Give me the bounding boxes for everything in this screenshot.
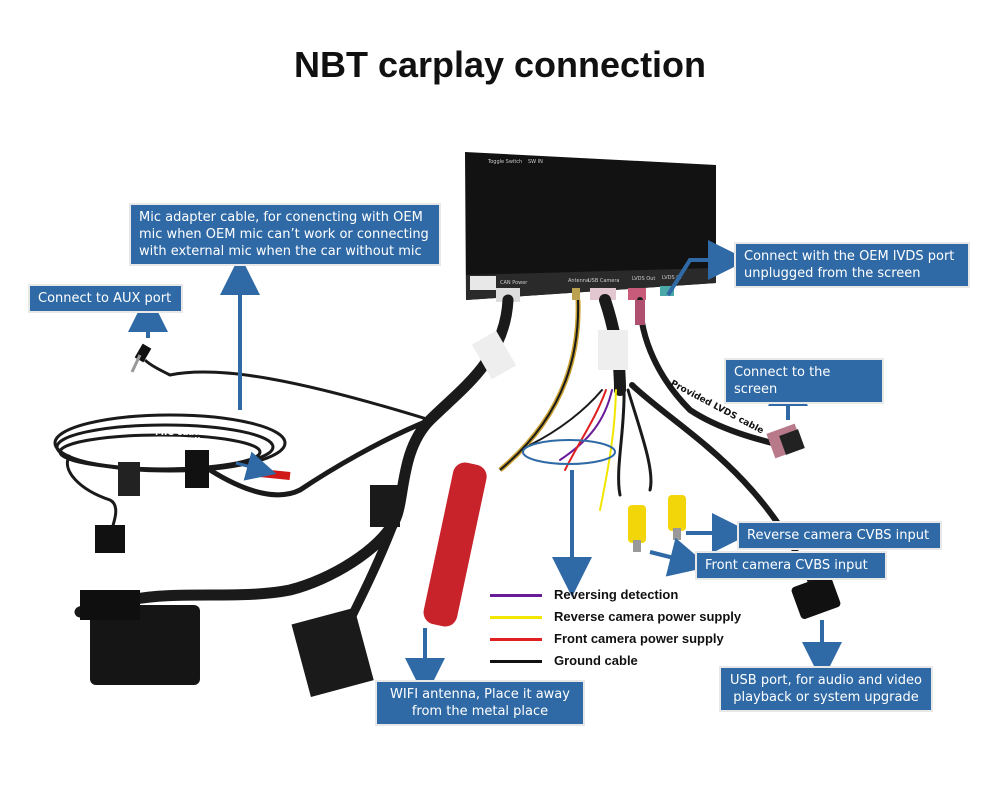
page-title: NBT carplay connection: [293, 44, 707, 85]
carplay-module-box: Toggle Switch SW IN CAN Power Antenna US…: [465, 152, 716, 302]
usb-camera-label: USB Camera: [588, 278, 619, 284]
callout-oem-lvds: Connect with the OEM lVDS port unplugged…: [734, 242, 970, 288]
legend-label: Reversing detection: [554, 587, 679, 602]
legend-label: Front camera power supply: [554, 631, 724, 646]
callout-reverse-camera: Reverse camera CVBS input: [737, 521, 942, 550]
callout-wifi-antenna: WIFI antenna, Place it away from the met…: [375, 680, 585, 726]
mic-cable-loop: [53, 413, 287, 536]
callout-mic-adapter: Mic adapter cable, for conencting with O…: [129, 203, 441, 266]
wire-group-highlight: [522, 439, 616, 465]
can-power-label: CAN Power: [500, 280, 528, 286]
lvds-out-label: LVDS Out: [632, 276, 655, 282]
oem-harness-connector: [80, 485, 400, 697]
legend-swatch: [490, 594, 542, 597]
legend-swatch: [490, 616, 542, 619]
toggle-switch-label: Toggle Switch: [487, 159, 522, 165]
callout-aux-port: Connect to AUX port: [28, 284, 183, 313]
usb-camera-bundle: [529, 294, 813, 583]
antenna-label: Antenna: [568, 278, 589, 284]
legend-swatch: [490, 660, 542, 663]
aux-jack: [130, 343, 171, 377]
callout-arrows: [128, 240, 842, 698]
legend-label: Reverse camera power supply: [554, 609, 742, 624]
callout-front-camera: Front camera CVBS input: [695, 551, 887, 580]
sw-label: SW IN: [528, 159, 543, 165]
callout-usb-port: USB port, for audio and video playback o…: [719, 666, 933, 712]
wifi-antenna: [423, 299, 581, 627]
lvds-in-label: LVDS IN: [662, 275, 682, 281]
lvds-screen-connector: [766, 423, 805, 459]
usb-plug: [791, 574, 841, 620]
mic-cable-label: MIC cable (Optional): [150, 428, 207, 447]
callout-screen: Connect to the screen: [724, 358, 884, 404]
legend-label: Ground cable: [554, 653, 638, 668]
legend-swatch: [490, 638, 542, 641]
rca-plugs: [628, 495, 686, 552]
